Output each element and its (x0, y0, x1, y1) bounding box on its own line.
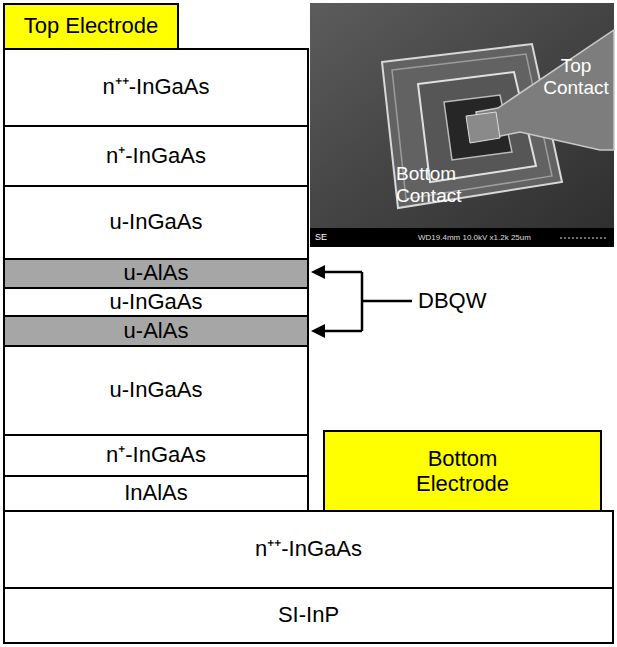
dbqw-bracket (311, 265, 412, 338)
barrier-layer: u-AlAs (3, 315, 309, 347)
layer-box: InAlAs (3, 475, 309, 512)
layer-label: Bottom Electrode (398, 446, 528, 497)
sem-image (310, 3, 614, 247)
layer-box: u-InGaAs (3, 345, 309, 436)
layer-label: u-InGaAs (110, 290, 203, 314)
electrode-box: Bottom Electrode (323, 430, 602, 512)
layer-box: n⁺⁺-InGaAs (3, 510, 614, 589)
layer-label: u-AlAs (124, 261, 189, 285)
layer-box: n⁺-InGaAs (3, 434, 309, 477)
image-annotation: Bottom Contact (396, 163, 482, 207)
layer-label: InAlAs (124, 481, 188, 505)
structure-label: DBQW (418, 288, 508, 313)
layer-box: n⁺⁺-InGaAs (3, 48, 309, 127)
layer-label: u-InGaAs (110, 210, 203, 234)
layer-box: u-InGaAs (3, 185, 309, 260)
layer-label: Top Electrode (24, 14, 159, 38)
barrier-layer: u-AlAs (3, 258, 309, 289)
layer-label: u-InGaAs (110, 378, 203, 402)
layer-label: n⁺⁺-InGaAs (255, 537, 362, 561)
well-layer: u-InGaAs (3, 287, 309, 317)
layer-label: n⁺-InGaAs (106, 144, 206, 168)
layer-box: n⁺-InGaAs (3, 125, 309, 187)
image-annotation: Top Contact (540, 55, 612, 99)
layer-label: SI-InP (278, 603, 339, 627)
layer-label: u-AlAs (124, 319, 189, 343)
layer-label: n⁺⁺-InGaAs (103, 75, 210, 99)
sem-info: SE (315, 232, 345, 242)
substrate-box: SI-InP (3, 587, 614, 644)
layer-label: n⁺-InGaAs (106, 443, 206, 467)
sem-info: WD19.4mm 10.0kV x1.2k 25um (418, 233, 558, 242)
electrode-box: Top Electrode (3, 3, 179, 50)
